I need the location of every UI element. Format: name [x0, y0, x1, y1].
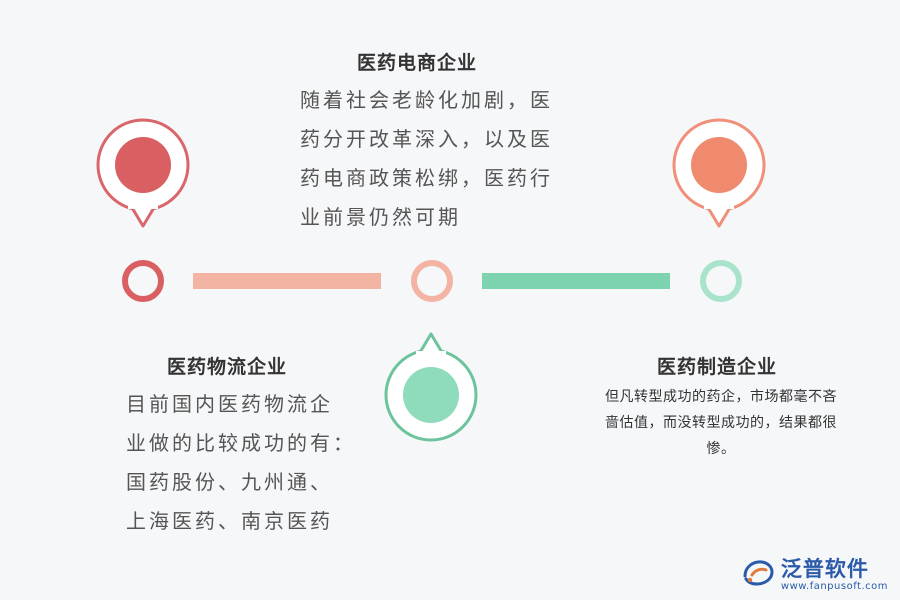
- text-line: 但凡转型成功的药企，市场都毫不吝: [605, 389, 837, 405]
- right-section-body: 但凡转型成功的药企，市场都毫不吝 啬估值，而没转型成功的，结果都很 惨。: [583, 384, 859, 462]
- timeline-node-right: [700, 260, 742, 302]
- timeline-node-left: [122, 260, 164, 302]
- top-section-title: 医药电商企业: [357, 52, 478, 74]
- timeline-bar-right: [482, 273, 670, 289]
- timeline-node-center: [411, 260, 453, 302]
- center-location-pin-icon: [346, 313, 516, 483]
- brand-name: 泛普软件: [780, 557, 869, 581]
- brand-mark-icon: [741, 558, 775, 588]
- timeline-bar-left: [193, 273, 381, 289]
- left-section-body: 目前国内医药物流企 业做的比较成功的有： 国药股份、九州通、 上海医药、南京医药: [126, 385, 366, 541]
- text-line: 惨。: [706, 441, 736, 457]
- text-line: 目前国内医药物流企: [126, 392, 333, 416]
- brand-url: www.fanpusoft.com: [780, 581, 888, 592]
- text-line: 业前景仍然可期: [300, 205, 461, 229]
- text-line: 国药股份、九州通、: [126, 470, 333, 494]
- top-section-body: 随着社会老龄化加剧，医 药分开改革深入，以及医 药电商政策松绑，医药行 业前景仍…: [300, 81, 570, 237]
- text-line: 药分开改革深入，以及医: [300, 127, 553, 151]
- text-line: 啬估值，而没转型成功的，结果都很: [605, 415, 837, 431]
- text-line: 业做的比较成功的有：: [126, 431, 356, 455]
- right-section-title: 医药制造企业: [657, 356, 778, 378]
- text-line: 上海医药、南京医药: [126, 509, 333, 533]
- text-line: 随着社会老龄化加剧，医: [300, 88, 553, 112]
- left-section-title: 医药物流企业: [167, 356, 288, 378]
- text-line: 药电商政策松绑，医药行: [300, 166, 553, 190]
- left-location-pin-icon: [58, 80, 228, 250]
- brand-logo: 泛普软件 www.fanpusoft.com: [741, 553, 888, 592]
- right-location-pin-icon: [634, 80, 804, 250]
